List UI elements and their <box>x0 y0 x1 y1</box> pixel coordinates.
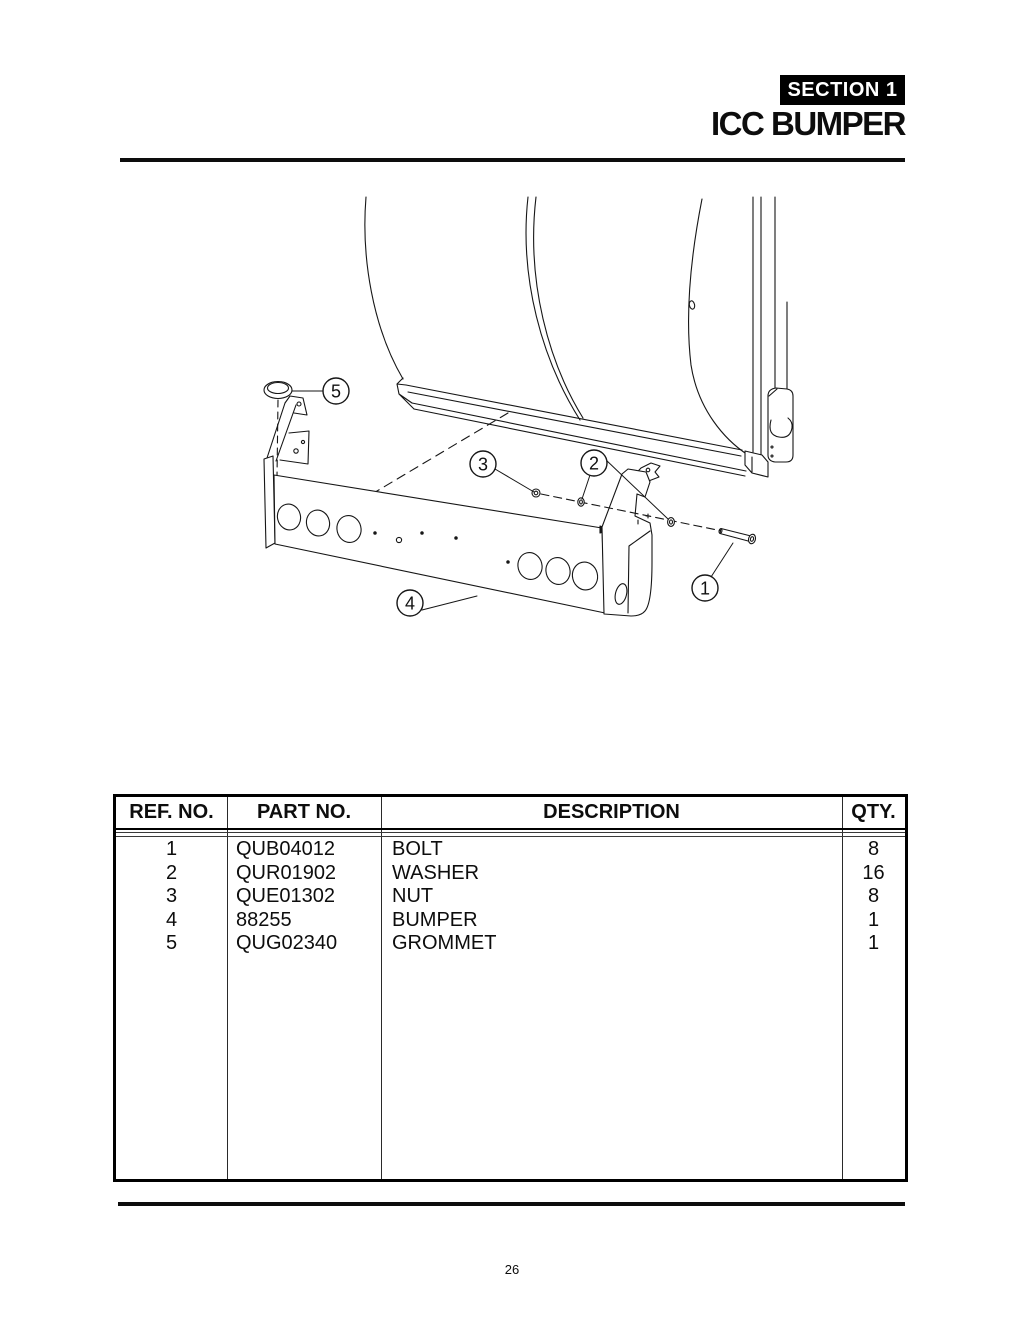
callout-2-label: 2 <box>589 454 599 474</box>
column-divider <box>227 797 228 1179</box>
parts-table: REF. NO. PART NO. DESCRIPTION QTY. 1 QUB… <box>113 794 908 1182</box>
page-number: 26 <box>504 1262 520 1277</box>
bumper-right-bracket <box>601 468 653 617</box>
cell-part: QUB04012 <box>236 838 335 860</box>
header-description: DESCRIPTION <box>543 801 680 823</box>
washer-outer <box>667 517 675 527</box>
cell-qty: 8 <box>867 838 880 860</box>
latch-bracket <box>767 387 794 463</box>
callout-4: 4 <box>396 589 424 617</box>
table-row: 3 QUE01302 NUT 8 <box>116 885 905 909</box>
cell-part: QUE01302 <box>236 885 335 907</box>
grommet-assembly <box>263 380 310 485</box>
callout-4-label: 4 <box>405 594 415 614</box>
page-title: ICC BUMPER <box>710 105 907 142</box>
sill-beam <box>396 377 747 477</box>
bumper <box>263 455 653 617</box>
tank-body <box>364 196 749 456</box>
callouts: 1 2 3 4 5 <box>322 377 719 617</box>
header-part-no: PART NO. <box>256 801 352 823</box>
cell-qty: 16 <box>862 861 885 884</box>
bumper-face <box>273 474 606 614</box>
cell-desc: WASHER <box>392 861 480 884</box>
leader-lines <box>291 390 734 611</box>
cell-qty: 8 <box>867 885 880 907</box>
callout-3-label: 3 <box>478 455 488 475</box>
callout-3: 3 <box>469 450 497 478</box>
rear-rail <box>752 196 788 457</box>
table-row: 1 QUB04012 BOLT 8 <box>116 838 905 862</box>
cell-ref: 3 <box>165 885 178 907</box>
table-row: 2 QUR01902 WASHER 16 <box>116 862 905 886</box>
cell-ref: 1 <box>165 838 178 860</box>
footer-rule <box>118 1202 905 1206</box>
bumper-end-cap <box>263 455 276 549</box>
callout-1: 1 <box>691 574 719 602</box>
bolt <box>718 527 757 545</box>
title-rule <box>120 158 905 162</box>
icc-bumper-diagram: 1 2 3 4 5 <box>263 196 794 617</box>
callout-1-label: 1 <box>700 579 710 599</box>
washer-inner <box>577 497 585 507</box>
column-divider <box>381 797 382 1179</box>
cell-part: QUR01902 <box>236 861 337 884</box>
left-mount-arm <box>266 395 310 465</box>
callout-5: 5 <box>322 377 350 405</box>
grommet <box>263 380 293 400</box>
nut <box>531 488 541 498</box>
cell-desc: GROMMET <box>392 932 497 954</box>
header-double-rule <box>116 832 905 837</box>
table-row: 5 QUG02340 GROMMET 1 <box>116 932 905 956</box>
header-ref-no: REF. NO. <box>129 801 214 823</box>
cell-ref: 4 <box>165 908 178 931</box>
table-row: 4 88255 BUMPER 1 <box>116 909 905 933</box>
cell-desc: NUT <box>392 885 434 907</box>
section-badge: SECTION 1 <box>780 75 905 105</box>
sill-corner-bracket <box>744 450 769 478</box>
fastener-axis-dashed-line <box>540 493 723 532</box>
callout-2: 2 <box>580 449 608 477</box>
cell-ref: 5 <box>165 932 178 954</box>
tank-rivet-hole <box>688 300 696 310</box>
header-qty: QTY. <box>851 801 896 823</box>
cell-desc: BOLT <box>392 838 443 860</box>
cell-qty: 1 <box>867 932 880 954</box>
cell-part: 88255 <box>236 908 292 931</box>
mount-axis-dashed-line <box>371 412 509 495</box>
parts-table-header: REF. NO. PART NO. DESCRIPTION QTY. <box>116 797 905 830</box>
cell-qty: 1 <box>867 908 880 931</box>
cell-part: QUG02340 <box>236 932 338 954</box>
parts-table-body: 1 QUB04012 BOLT 8 2 QUR01902 WASHER 16 3… <box>116 838 905 956</box>
column-divider <box>842 797 843 1179</box>
cell-desc: BUMPER <box>392 908 478 931</box>
cell-ref: 2 <box>165 861 178 884</box>
callout-5-label: 5 <box>331 382 341 402</box>
